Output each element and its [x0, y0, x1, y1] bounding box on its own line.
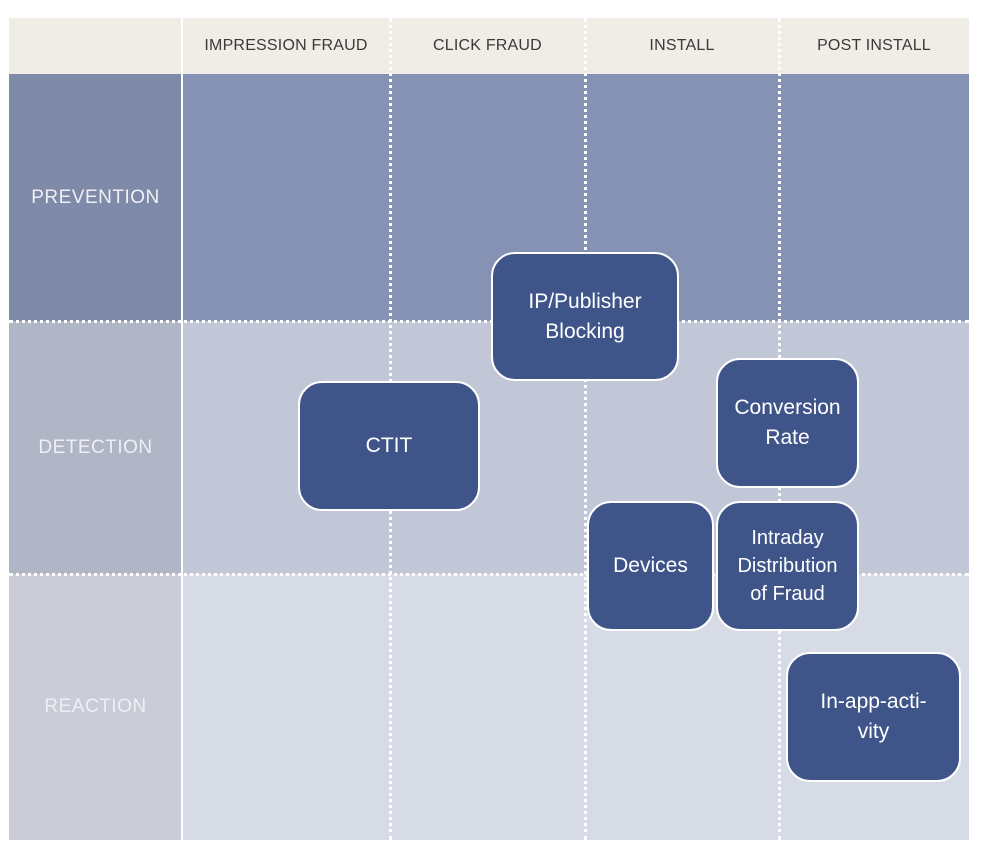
intraday-line2: Distribution — [737, 555, 838, 577]
fraud-matrix: IMPRESSION FRAUD CLICK FRAUD INSTALL POS… — [9, 18, 969, 840]
header-corner — [9, 18, 182, 74]
column-header-install: INSTALL — [585, 18, 779, 74]
intraday-line1: Intraday — [751, 527, 824, 549]
column-header-post-install: POST INSTALL — [779, 18, 969, 74]
in-app-activity-line1: In-app-acti- — [820, 690, 927, 713]
row-divider-2 — [9, 573, 969, 576]
column-header-click-fraud: CLICK FRAUD — [390, 18, 585, 74]
intraday-distribution-box: Intraday Distribution of Fraud — [716, 501, 859, 631]
row-label-reaction: REACTION — [9, 574, 182, 840]
in-app-activity-box: In-app-acti- vity — [786, 652, 961, 782]
column-divider-2 — [584, 18, 587, 840]
ctit-box: CTIT — [298, 381, 480, 511]
conversion-rate-box: Conversion Rate — [716, 358, 859, 488]
row-label-detection: DETECTION — [9, 321, 182, 574]
devices-box: Devices — [587, 501, 714, 631]
ip-publisher-blocking-box: IP/Publisher Blocking — [491, 252, 679, 381]
row-divider-1 — [9, 320, 969, 323]
column-header-impression-fraud: IMPRESSION FRAUD — [182, 18, 390, 74]
intraday-line3: of Fraud — [750, 583, 825, 605]
ip-publisher-blocking-line2: Blocking — [545, 319, 625, 343]
in-app-activity-line2: vity — [857, 720, 890, 743]
label-column-divider — [181, 18, 183, 840]
conversion-rate-line1: Conversion — [734, 396, 841, 419]
ip-publisher-blocking-line1: IP/Publisher — [528, 289, 642, 313]
devices-label: Devices — [613, 554, 688, 577]
row-label-prevention: PREVENTION — [9, 74, 182, 321]
conversion-rate-line2: Rate — [765, 426, 810, 449]
ctit-label: CTIT — [365, 434, 413, 457]
